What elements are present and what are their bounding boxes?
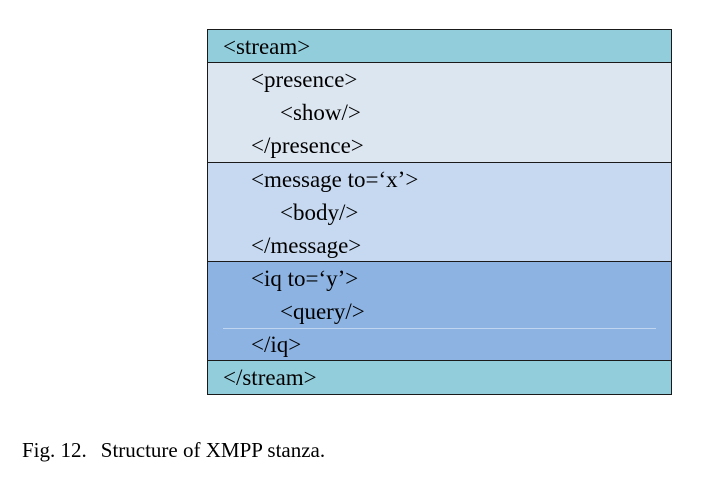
stream-close-tag: </stream> <box>223 365 317 390</box>
xmpp-stanza-diagram: <stream> <presence> <show/> </presence> … <box>207 29 672 395</box>
presence-close-tag: </presence> <box>251 133 364 158</box>
iq-inner-rule <box>223 328 656 329</box>
figure-number: Fig. 12. <box>22 438 87 462</box>
query-tag: <query/> <box>280 299 365 324</box>
stream-open-band: <stream> <box>208 30 671 63</box>
message-close-tag: </message> <box>251 233 362 258</box>
message-band: <message to=‘x’> <body/> </message> <box>208 163 671 262</box>
show-tag: <show/> <box>280 100 361 125</box>
figure-caption: Fig. 12. Structure of XMPP stanza. <box>22 438 325 463</box>
message-open-tag: <message to=‘x’> <box>251 167 419 192</box>
body-tag: <body/> <box>280 200 359 225</box>
iq-open-tag: <iq to=‘y’> <box>251 266 359 291</box>
iq-close-tag: </iq> <box>251 332 302 357</box>
presence-open-tag: <presence> <box>251 67 358 92</box>
stream-close-band: </stream> <box>208 361 671 394</box>
stream-open-tag: <stream> <box>223 34 311 59</box>
presence-band: <presence> <show/> </presence> <box>208 63 671 163</box>
iq-band: <iq to=‘y’> <query/> </iq> <box>208 262 671 361</box>
figure-caption-text: Structure of XMPP stanza. <box>100 438 326 462</box>
